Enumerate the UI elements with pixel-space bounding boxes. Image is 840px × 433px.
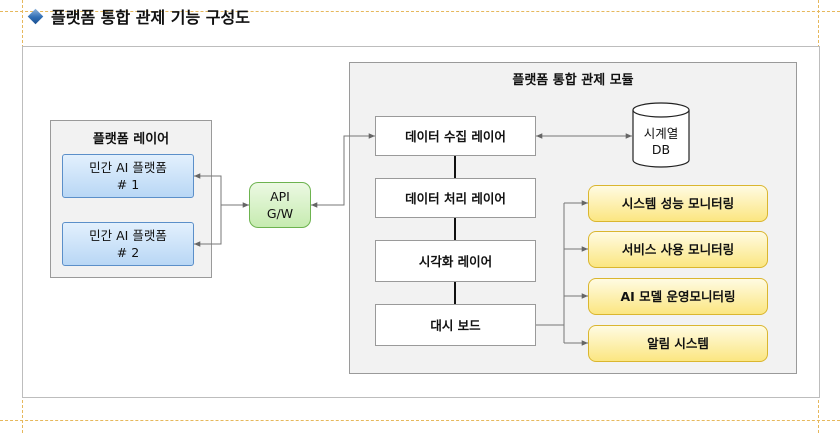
platform-1-box: 민간 AI 플랫폼 # 1 [62, 154, 194, 198]
output-alert-system-box: 알림 시스템 [588, 325, 768, 362]
monitoring-module-title: 플랫폼 통합 관제 모듈 [512, 73, 634, 88]
data-processing-layer-label: 데이터 처리 레이어 [405, 190, 506, 206]
output-system-performance-box: 시스템 성능 모니터링 [588, 185, 768, 222]
dashboard-label: 대시 보드 [430, 317, 481, 333]
timeseries-db-cylinder [632, 102, 690, 168]
data-processing-layer-box: 데이터 처리 레이어 [375, 178, 536, 218]
dashboard-box: 대시 보드 [375, 304, 536, 346]
api-gateway-box: API G/W [249, 182, 311, 228]
platform-1-name: 민간 AI 플랫폼 [89, 160, 167, 175]
timeseries-db-line1: 시계열 [643, 126, 679, 141]
api-gateway-line1: API [270, 189, 290, 204]
visualization-layer-label: 시각화 레이어 [418, 253, 493, 269]
page-title-text: 플랫폼 통합 관제 기능 구성도 [51, 8, 250, 27]
platform-2-number: # 2 [116, 245, 140, 260]
connector-platform1-gateway [194, 173, 249, 208]
guide-line-top [0, 11, 840, 12]
page-title: 플랫폼 통합 관제 기능 구성도 [27, 4, 250, 28]
output-ai-model-label: AI 모델 운영모니터링 [620, 289, 736, 304]
data-collection-layer-label: 데이터 수집 레이어 [405, 128, 506, 144]
output-alert-system-label: 알림 시스템 [647, 336, 709, 351]
platform-2-box: 민간 AI 플랫폼 # 2 [62, 222, 194, 266]
platform-layer-title: 플랫폼 레이어 [92, 132, 170, 147]
platform-1-number: # 1 [116, 177, 140, 192]
timeseries-db-label: 시계열 DB [633, 126, 689, 158]
output-system-performance-label: 시스템 성능 모니터링 [621, 196, 735, 211]
guide-line-bottom [0, 420, 840, 421]
output-service-usage-box: 서비스 사용 모니터링 [588, 231, 768, 268]
timeseries-db-line2: DB [651, 142, 671, 157]
visualization-layer-box: 시각화 레이어 [375, 240, 536, 282]
connector-platform2-gateway [194, 205, 222, 247]
output-ai-model-box: AI 모델 운영모니터링 [588, 278, 768, 315]
platform-2-name: 민간 AI 플랫폼 [89, 228, 167, 243]
output-service-usage-label: 서비스 사용 모니터링 [621, 242, 735, 257]
api-gateway-line2: G/W [266, 206, 294, 221]
data-collection-layer-box: 데이터 수집 레이어 [375, 116, 536, 156]
connector-gateway-collection [311, 133, 375, 208]
